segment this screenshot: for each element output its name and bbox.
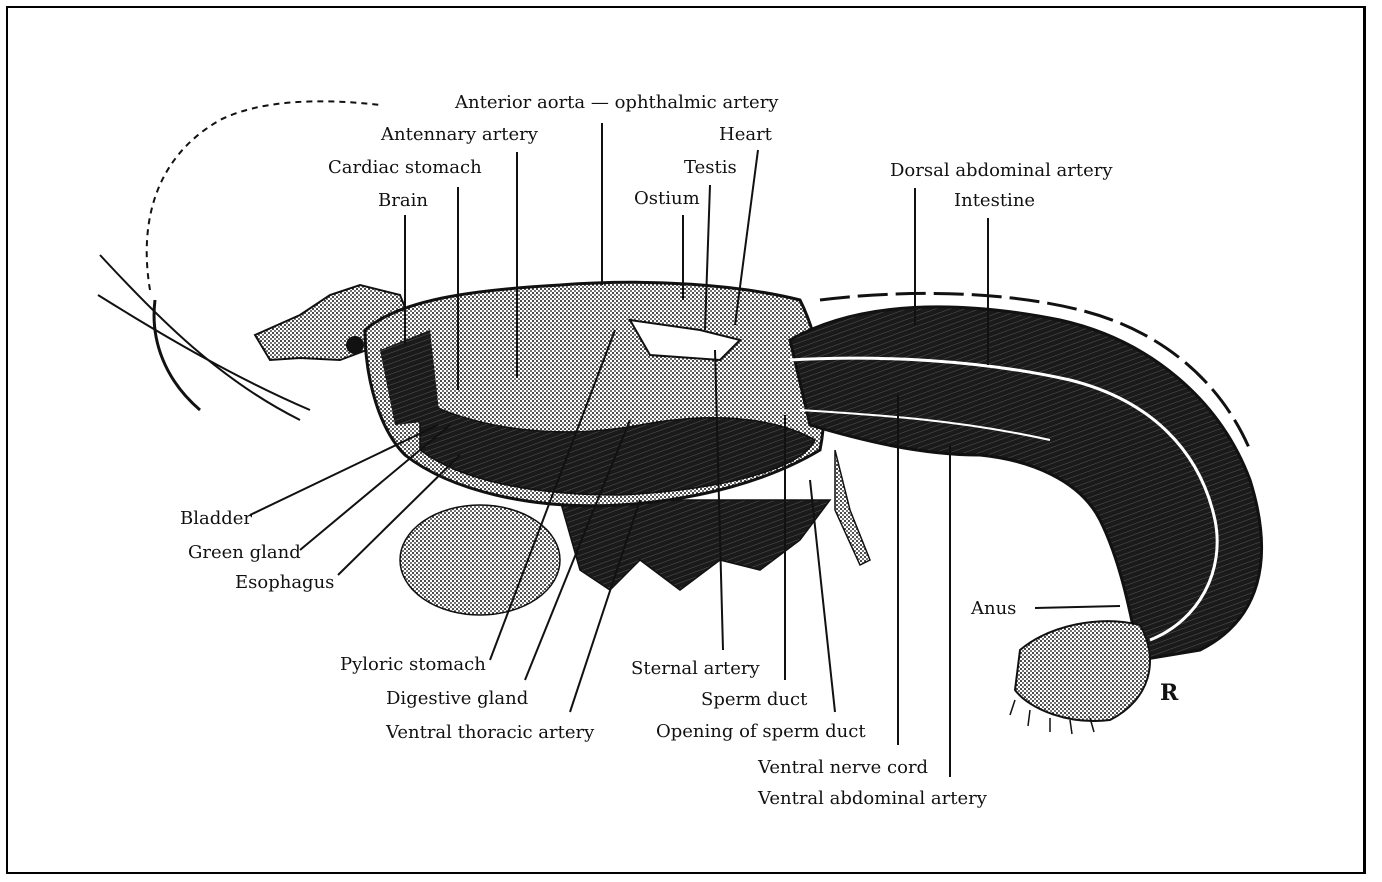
- carapace: [365, 282, 824, 505]
- label-antennary-artery: Antennary artery: [380, 124, 539, 145]
- label-testis: Testis: [684, 157, 737, 178]
- label-bladder: Bladder: [180, 508, 252, 529]
- abdomen: [790, 293, 1262, 660]
- label-sperm-duct: Sperm duct: [701, 689, 808, 710]
- antennae: [98, 101, 380, 420]
- label-intestine: Intestine: [954, 190, 1035, 211]
- label-esophagus: Esophagus: [235, 572, 334, 593]
- label-ostium: Ostium: [634, 188, 700, 209]
- label-heart: Heart: [719, 124, 773, 145]
- label-digestive-gland: Digestive gland: [386, 688, 528, 709]
- label-anus: Anus: [970, 598, 1016, 619]
- label-sternal-artery: Sternal artery: [631, 658, 760, 679]
- label-pyloric-stomach: Pyloric stomach: [340, 654, 486, 675]
- label-opening-of-sperm-duct: Opening of sperm duct: [656, 721, 866, 742]
- label-dorsal-abdominal-artery: Dorsal abdominal artery: [890, 160, 1113, 181]
- label-ventral-nerve-cord: Ventral nerve cord: [757, 757, 928, 778]
- label-green-gland: Green gland: [188, 542, 301, 563]
- label-ventral-thoracic-artery: Ventral thoracic artery: [385, 722, 595, 743]
- tail-fan: [1010, 621, 1150, 734]
- label-cardiac-stomach: Cardiac stomach: [328, 157, 482, 178]
- label-ventral-abdominal-artery: Ventral abdominal artery: [757, 788, 988, 809]
- label-brain: Brain: [378, 190, 428, 211]
- artist-signature: R: [1160, 680, 1179, 706]
- label-anterior-aorta: Anterior aorta — ophthalmic artery: [454, 92, 779, 113]
